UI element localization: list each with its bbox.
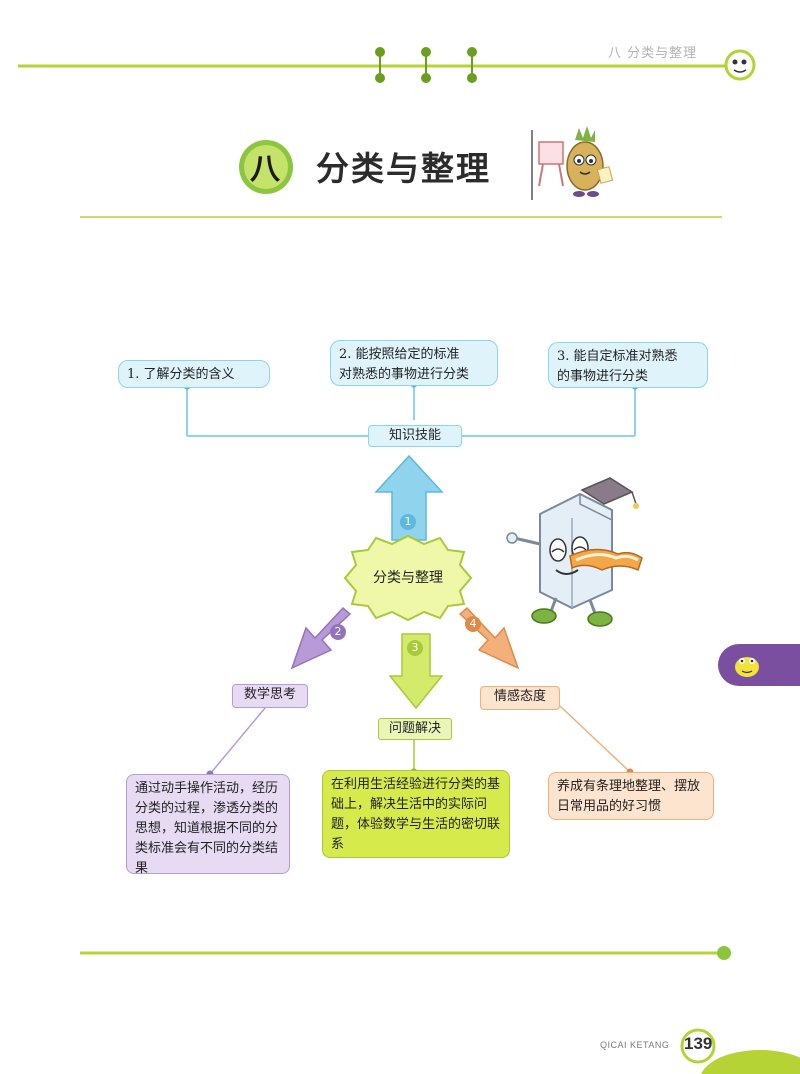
branch-text-problem: 在利用生活经验进行分类的基础上，解决生活中的实际问题，体验数学与生活的密切联系 bbox=[322, 770, 510, 858]
mascot-corner-icon bbox=[724, 49, 756, 81]
pineapple-mascot-icon bbox=[538, 126, 614, 197]
branch-text-math: 通过动手操作活动，经历分类的过程，渗透分类的思想，知道根据不同的分类标准会有不同… bbox=[126, 774, 290, 876]
arrow-number-1: 1 bbox=[400, 514, 416, 530]
skill-item-2: 2. 能按照给定的标准 对熟悉的事物进行分类 bbox=[330, 340, 498, 386]
center-label: 分类与整理 bbox=[373, 570, 443, 586]
running-header: 八 分类与整理 bbox=[608, 46, 698, 61]
arrow-2-icon bbox=[290, 606, 352, 670]
chapter-title: 分类与整理 bbox=[316, 149, 491, 188]
center-starburst bbox=[343, 534, 473, 622]
page-number: 139 bbox=[684, 1034, 713, 1053]
series-name: QICAI KETANG bbox=[600, 1040, 670, 1050]
skill-item-3: 3. 能自定标准对熟悉 的事物进行分类 bbox=[548, 342, 708, 388]
branch-label-math: 数学思考 bbox=[232, 684, 308, 708]
arrow-number-3: 3 bbox=[407, 640, 423, 656]
branch-label-attitude: 情感态度 bbox=[480, 686, 560, 710]
arrow-number-4: 4 bbox=[465, 616, 481, 632]
skill-item-1: 1. 了解分类的含义 bbox=[118, 360, 270, 388]
arrow-1-icon bbox=[374, 454, 444, 541]
skills-label: 知识技能 bbox=[368, 425, 462, 447]
header-decoration bbox=[18, 47, 756, 218]
arrow-number-2: 2 bbox=[330, 624, 346, 640]
arrow-3-icon bbox=[388, 633, 444, 710]
frog-tab-icon bbox=[735, 657, 759, 677]
branch-text-attitude: 养成有条理地整理、摆放日常用品的好习惯 bbox=[548, 772, 714, 820]
chapter-number: 八 bbox=[250, 152, 280, 187]
branch-label-problem: 问题解决 bbox=[378, 718, 452, 740]
book-mascot-illustration bbox=[506, 477, 643, 627]
